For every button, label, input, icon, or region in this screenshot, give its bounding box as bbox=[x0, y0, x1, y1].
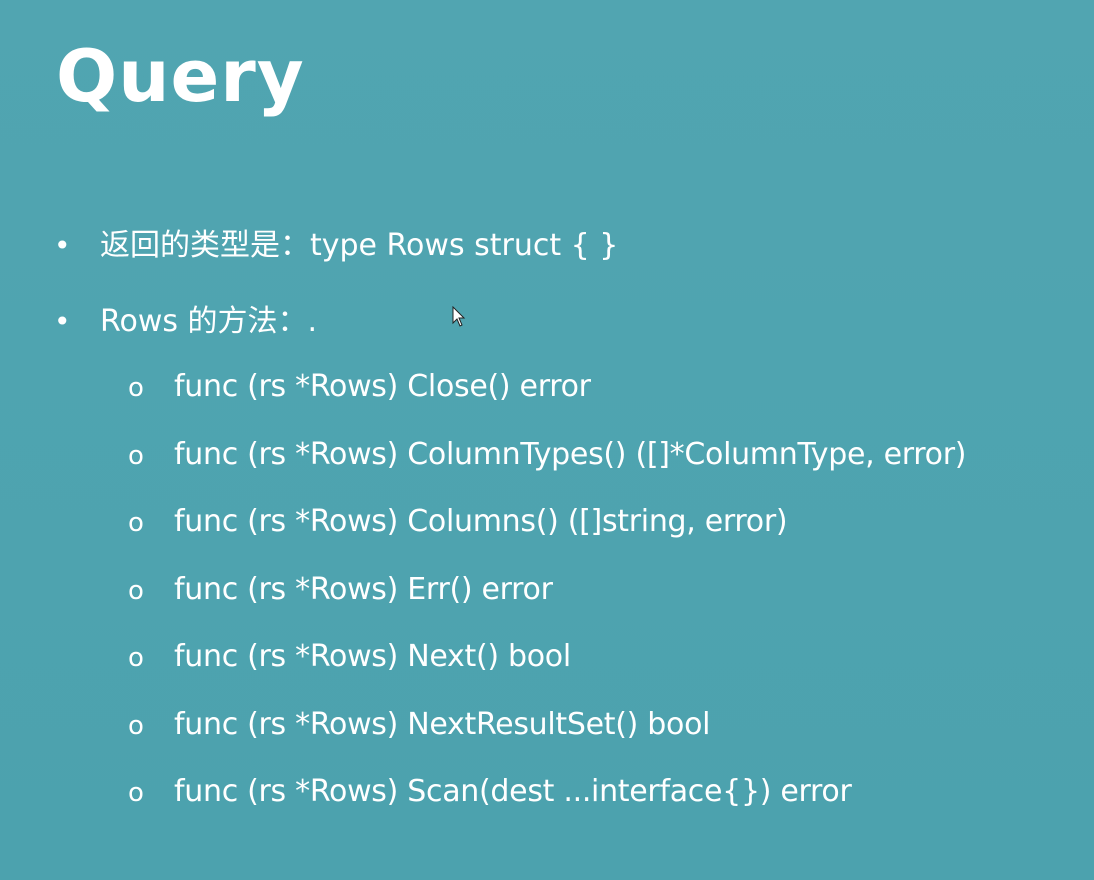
sub-bullet-nextresultset: o func (rs *Rows) NextResultSet() bool bbox=[128, 710, 710, 740]
bullet-text: 返回的类型是：type Rows struct { } bbox=[100, 228, 619, 263]
sub-bullet-text: func (rs *Rows) Err() error bbox=[174, 572, 553, 607]
sub-bullet-columns: o func (rs *Rows) Columns() ([]string, er… bbox=[128, 504, 788, 539]
sub-bullet-marker: o bbox=[128, 778, 144, 808]
sub-bullet-columntypes: o func (rs *Rows) ColumnTypes() ([]*Colum… bbox=[128, 440, 966, 470]
bullet-marker: • bbox=[54, 305, 71, 338]
sub-bullet-marker: o bbox=[128, 373, 144, 403]
sub-bullet-text: func (rs *Rows) NextResultSet() bool bbox=[174, 707, 711, 742]
bullet-item-return-type: • 返回的类型是：type Rows struct { } bbox=[54, 228, 618, 261]
sub-bullet-text: func (rs *Rows) Close() error bbox=[174, 369, 591, 404]
sub-bullet-close: o func (rs *Rows) Close() error bbox=[128, 372, 591, 402]
bullet-text: Rows 的方法：. bbox=[100, 304, 318, 339]
bullet-item-rows-methods: • Rows 的方法：. bbox=[54, 304, 317, 337]
sub-bullet-scan: o func (rs *Rows) Scan(dest ...interface{… bbox=[128, 777, 852, 807]
sub-bullet-text: func (rs *Rows) Scan(dest ...interface{}… bbox=[174, 774, 852, 809]
sub-bullet-marker: o bbox=[128, 441, 144, 471]
sub-bullet-text: func (rs *Rows) ColumnTypes() ([]*Column… bbox=[174, 437, 967, 472]
sub-bullet-err: o func (rs *Rows) Err() error bbox=[128, 575, 553, 605]
mouse-pointer-icon bbox=[452, 306, 466, 327]
sub-bullet-next: o func (rs *Rows) Next() bool bbox=[128, 642, 571, 672]
sub-bullet-marker: o bbox=[128, 643, 144, 673]
sub-bullet-text: func (rs *Rows) Next() bool bbox=[174, 639, 571, 674]
sub-bullet-text: func (rs *Rows) Columns() ([]string, err… bbox=[174, 504, 788, 539]
sub-bullet-marker: o bbox=[128, 711, 144, 741]
sub-bullet-marker: o bbox=[128, 508, 144, 538]
bullet-marker: • bbox=[54, 229, 71, 262]
sub-bullet-marker: o bbox=[128, 576, 144, 606]
slide-title: Query bbox=[56, 34, 305, 118]
